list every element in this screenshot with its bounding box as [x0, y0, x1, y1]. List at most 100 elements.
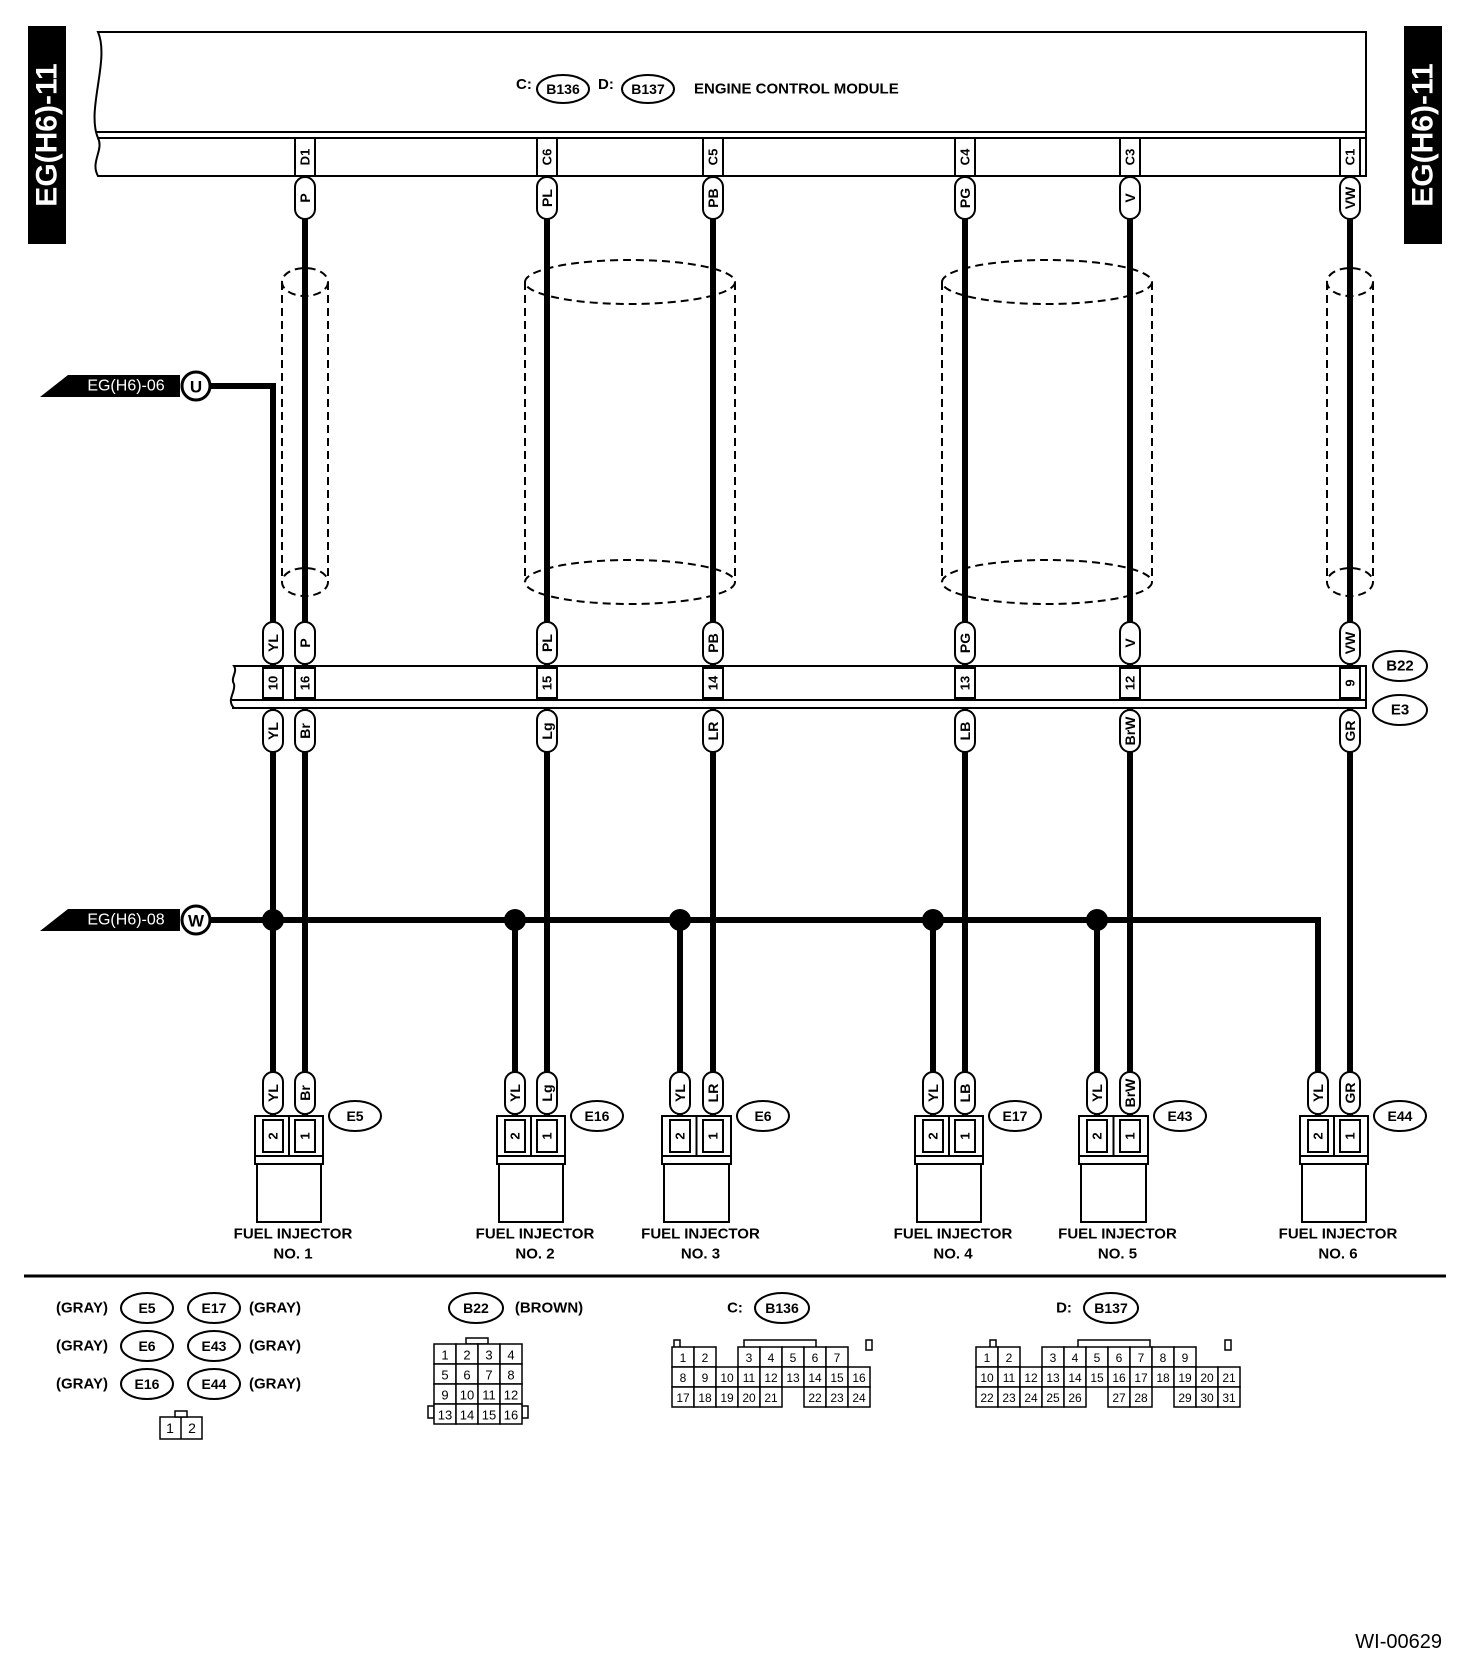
- injector-pin1: 1: [706, 1132, 721, 1139]
- legend-b137-badge-label: B137: [1094, 1300, 1128, 1316]
- legend-b137-pin: 31: [1222, 1391, 1236, 1405]
- injector-id-badge[interactable]: E44: [1373, 1100, 1427, 1132]
- injector-pin2: 2: [926, 1132, 941, 1139]
- legend-gray-badge[interactable]: E6: [120, 1330, 174, 1362]
- legend-b22-pin: 1: [441, 1348, 448, 1363]
- page-ref-left-label: EG(H6)-11: [31, 63, 64, 206]
- splice-dot: [669, 909, 691, 931]
- legend-b136-pin: 2: [702, 1351, 709, 1365]
- legend-b22-pin: 12: [504, 1388, 518, 1403]
- injector-wire1-tag: Lg: [536, 1071, 558, 1115]
- legend-b136-pin: 9: [702, 1371, 709, 1385]
- ecm-pin-5: C1: [1343, 149, 1358, 166]
- legend-b137-pin: 18: [1156, 1371, 1170, 1385]
- offpage-w[interactable]: EG(H6)-08 W: [40, 904, 212, 936]
- injector-label: FUEL INJECTOR: [234, 1226, 353, 1243]
- injector-number: NO. 2: [515, 1246, 554, 1263]
- legend-b136-pin: 24: [852, 1391, 866, 1405]
- legend-gray-badge[interactable]: E17: [187, 1292, 241, 1324]
- injector-pin2: 2: [508, 1132, 523, 1139]
- legend-b136-badge[interactable]: B136: [754, 1292, 810, 1324]
- injector-wire2-tag-text: YL: [507, 1084, 523, 1102]
- ecm-connector-d-badge[interactable]: B137: [621, 74, 675, 104]
- legend-b137-pin: 21: [1222, 1371, 1236, 1385]
- ecm-pin-0: D1: [298, 149, 313, 166]
- legend-b136-pin: 14: [808, 1371, 822, 1385]
- ecm-connector-c-prefix: C:: [516, 76, 532, 93]
- injector-wire1-tag-text: LR: [705, 1084, 721, 1103]
- joint-connector: [229, 665, 1367, 709]
- legend-b137-pin: 15: [1090, 1371, 1104, 1385]
- legend-b22-pin: 9: [441, 1388, 448, 1403]
- legend-b137-badge[interactable]: B137: [1083, 1292, 1139, 1324]
- legend-b136-pin: 3: [746, 1351, 753, 1365]
- legend-gray-badge[interactable]: E44: [187, 1368, 241, 1400]
- injector-wire2-tag-text: YL: [1310, 1084, 1326, 1102]
- injector-id-badge[interactable]: E17: [988, 1100, 1042, 1132]
- injector-id-badge-label: E17: [1003, 1108, 1028, 1124]
- injector-id-badge[interactable]: E6: [736, 1100, 790, 1132]
- joint-id-e3[interactable]: E3: [1372, 694, 1428, 726]
- joint-upper-tag-3: PB: [702, 621, 724, 665]
- legend-b137-pin: 3: [1050, 1351, 1057, 1365]
- legend-b137-pin: 10: [980, 1371, 994, 1385]
- legend-gray-badge-label: E16: [135, 1376, 160, 1392]
- ecm-box: [93, 31, 1367, 177]
- legend-b22-pin: 5: [441, 1368, 448, 1383]
- legend-b22-pin: 6: [463, 1368, 470, 1383]
- injector-label: FUEL INJECTOR: [476, 1226, 595, 1243]
- legend-b137-pin: 20: [1200, 1371, 1214, 1385]
- injector-id-badge[interactable]: E16: [570, 1100, 624, 1132]
- legend-b22-badge[interactable]: B22: [448, 1292, 504, 1324]
- legend-b137-pin: 25: [1046, 1391, 1060, 1405]
- injector-label: FUEL INJECTOR: [894, 1226, 1013, 1243]
- joint-upper-tag-2-text: PL: [539, 634, 555, 652]
- figure-id: WI-00629: [1355, 1631, 1442, 1653]
- ecm-connector-c-id: B136: [546, 81, 580, 97]
- joint-id-b22[interactable]: B22: [1372, 650, 1428, 682]
- joint-upper-tag-5-text: V: [1122, 638, 1138, 648]
- page-ref-left[interactable]: EG(H6)-11: [28, 26, 66, 244]
- injector-pin2: 2: [1090, 1132, 1105, 1139]
- legend-gray-badge[interactable]: E5: [120, 1292, 174, 1324]
- legend-b22-pin: 14: [460, 1408, 474, 1423]
- legend-gray-badge-label: E17: [202, 1300, 227, 1316]
- legend-gray-badge[interactable]: E43: [187, 1330, 241, 1362]
- injector-wire1-tag: LR: [702, 1071, 724, 1115]
- joint-lower-tag-0-text: YL: [265, 722, 281, 740]
- legend-color-gray: (GRAY): [249, 1376, 301, 1393]
- joint-lower-tag-1: Br: [294, 709, 316, 753]
- joint-lower-tag-4-text: LB: [957, 722, 973, 741]
- legend-gray-badge[interactable]: E16: [120, 1368, 174, 1400]
- legend-color-gray: (GRAY): [249, 1338, 301, 1355]
- legend-b137-pin: 2: [1006, 1351, 1013, 1365]
- injector-wire2-tag: YL: [669, 1071, 691, 1115]
- legend-b136-pin: 20: [742, 1391, 756, 1405]
- joint-upper-tag-4-text: PG: [957, 633, 973, 653]
- legend-b137-pin: 26: [1068, 1391, 1082, 1405]
- offpage-u[interactable]: EG(H6)-06 U: [40, 370, 212, 402]
- injector-id-badge-label: E44: [1388, 1108, 1413, 1124]
- injector-id-badge-label: E5: [346, 1108, 363, 1124]
- legend-b136-pin: 8: [680, 1371, 687, 1385]
- injector-number: NO. 1: [273, 1246, 312, 1263]
- joint-pin-4: 13: [958, 676, 973, 690]
- joint-upper-tag-6-text: VW: [1342, 631, 1358, 654]
- page-ref-right[interactable]: EG(H6)-11: [1404, 26, 1442, 244]
- injector-label: FUEL INJECTOR: [1058, 1226, 1177, 1243]
- legend-b136-pin: 4: [768, 1351, 775, 1365]
- injector-id-badge[interactable]: E43: [1153, 1100, 1207, 1132]
- legend-b22-pin: 11: [482, 1388, 496, 1403]
- legend-b22-pin: 16: [504, 1408, 518, 1423]
- ecm-connector-c-badge[interactable]: B136: [536, 74, 590, 104]
- joint-upper-tag-2: PL: [536, 621, 558, 665]
- injector-id-badge[interactable]: E5: [328, 1100, 382, 1132]
